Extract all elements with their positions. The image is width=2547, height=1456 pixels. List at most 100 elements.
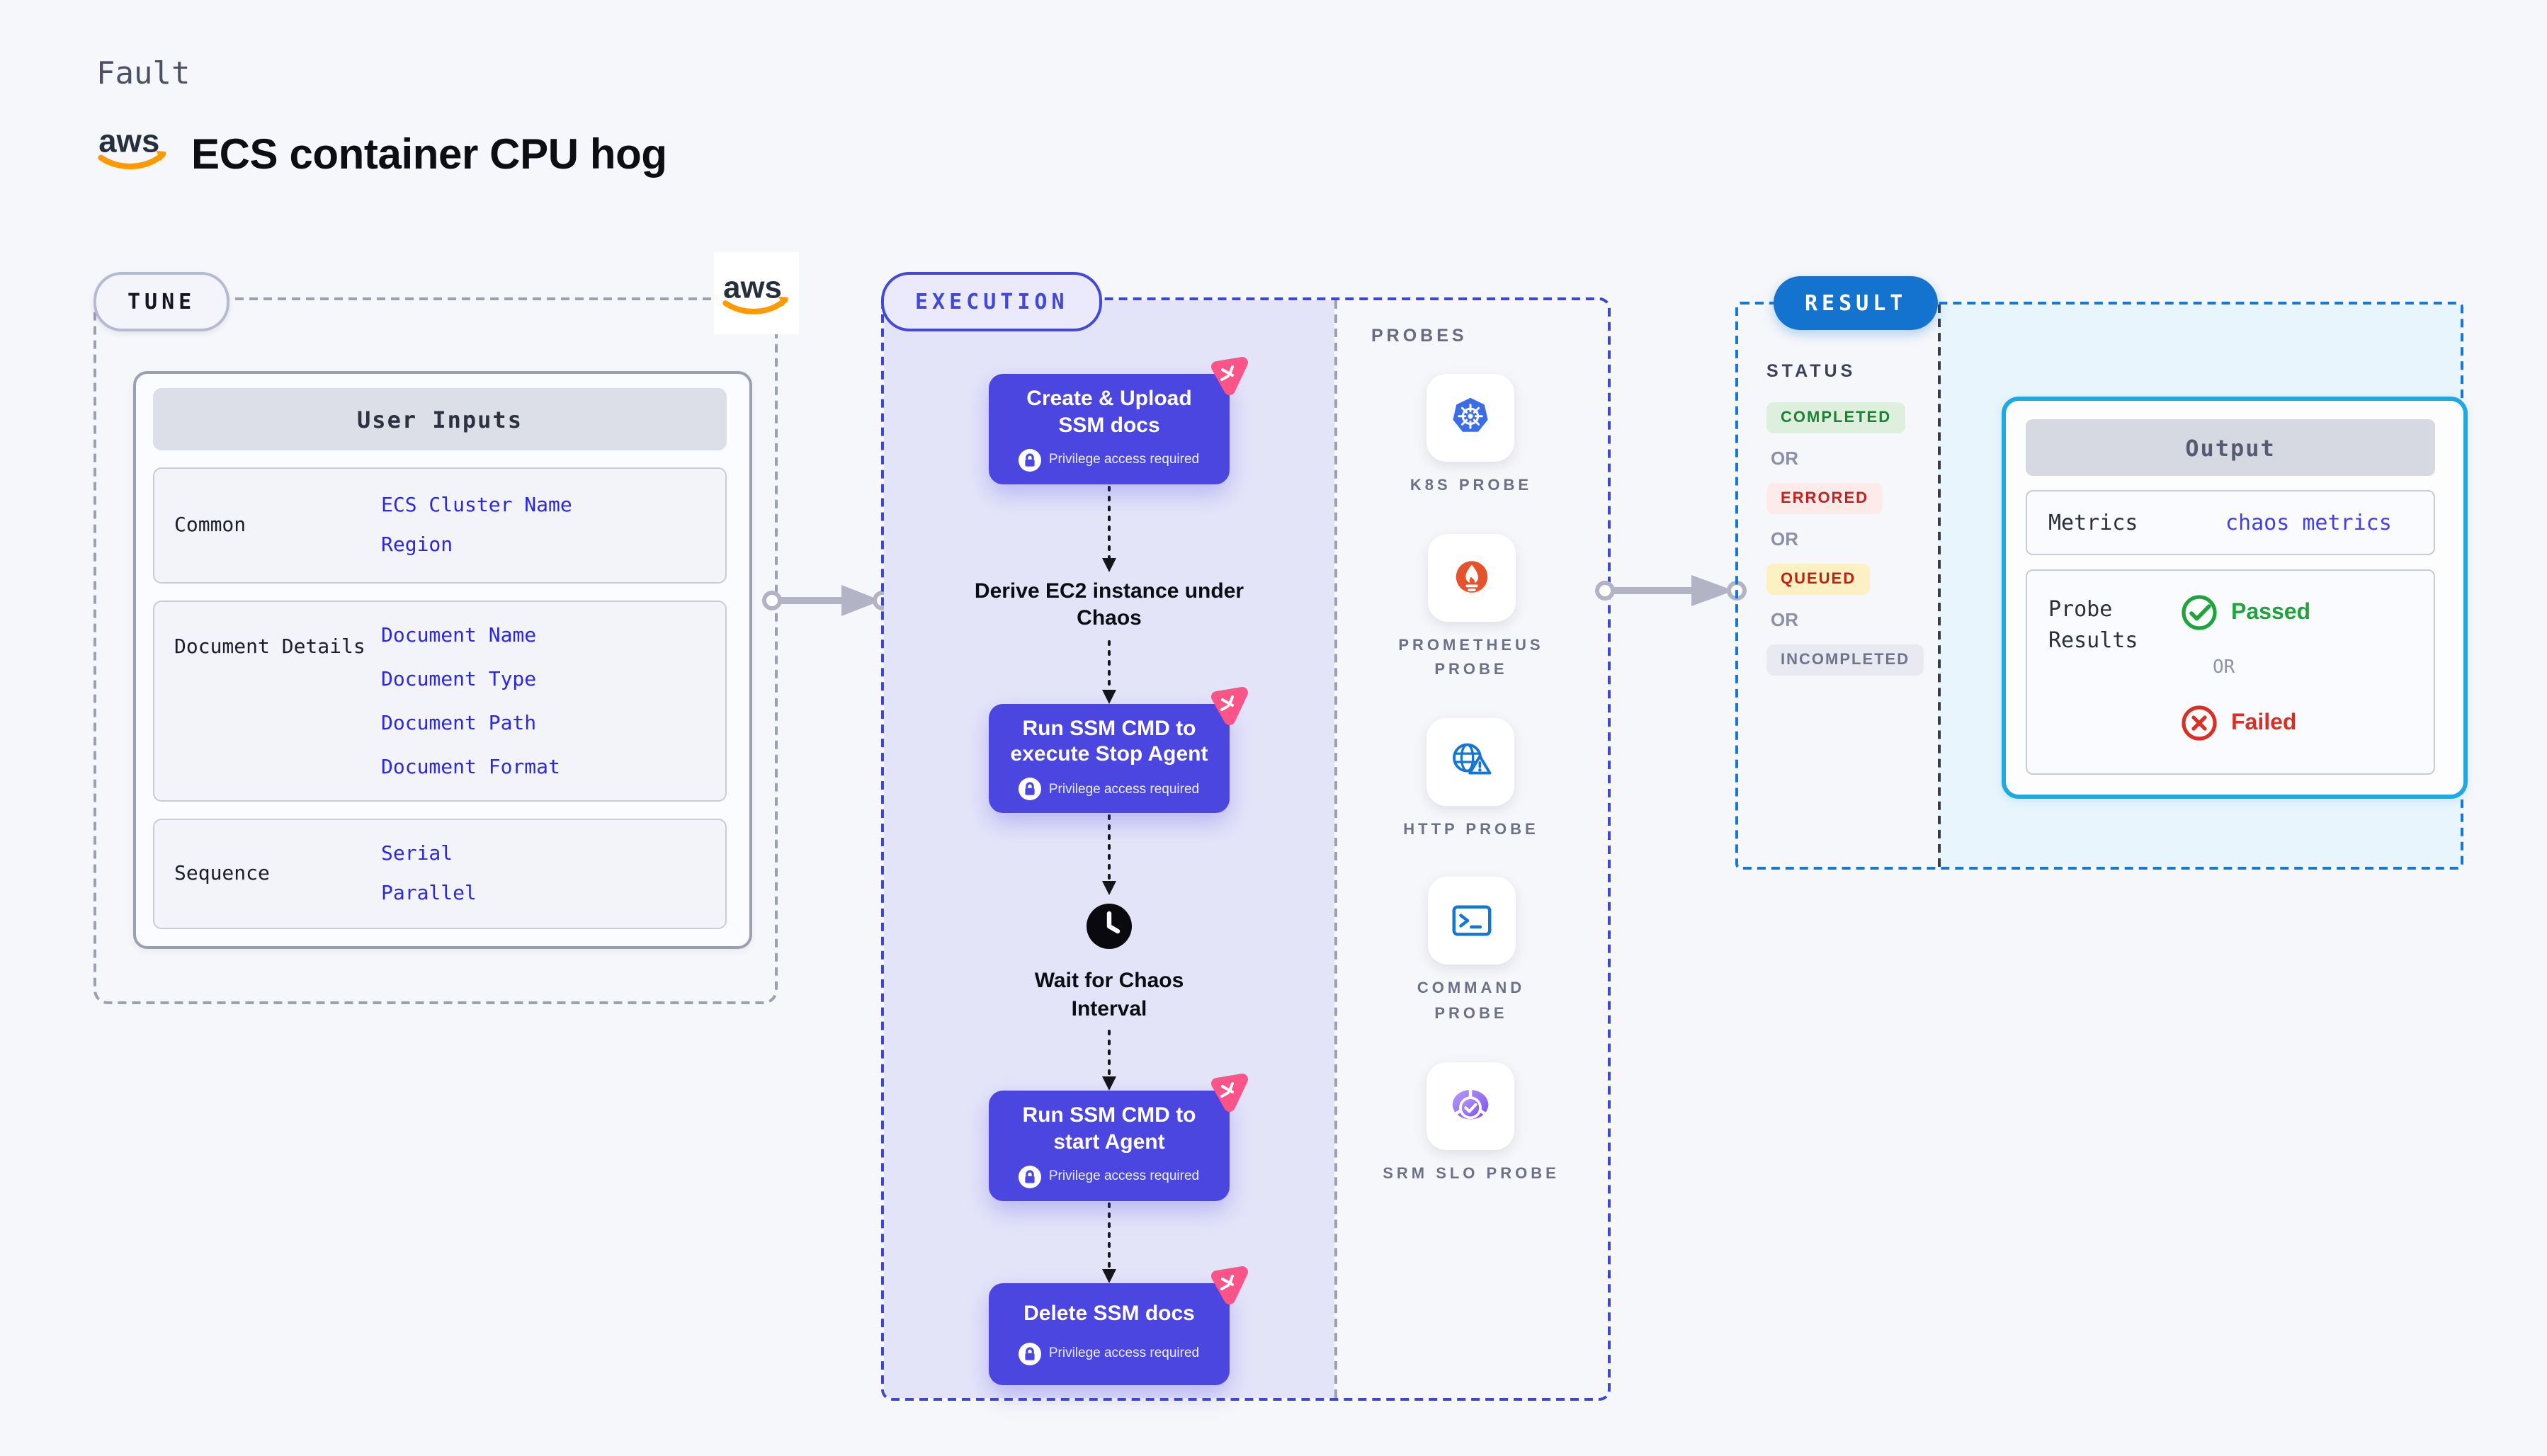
probe-label: K8S PROBE: [1409, 477, 1533, 494]
or-label: OR: [1771, 609, 1798, 630]
check-circle-icon: [2182, 595, 2217, 630]
result-pill: RESULT: [1774, 276, 1939, 330]
lock-icon: [1019, 778, 1042, 800]
execution-pill: EXECUTION: [881, 272, 1103, 331]
status-heading: STATUS: [1766, 361, 1856, 381]
passed-verdict: Passed: [2180, 593, 2310, 632]
aws-corner-logo: aws: [714, 252, 799, 334]
arrow-down-icon: [1102, 1030, 1116, 1091]
link-document-type[interactable]: Document Type: [381, 668, 537, 690]
probe-http: HTTP PROBE: [1403, 717, 1539, 843]
link-parallel[interactable]: Parallel: [381, 882, 477, 905]
arrow-down-icon: [1102, 1202, 1116, 1282]
table-row-document-details: Document Details Document Name Document …: [153, 601, 727, 802]
execution-section: EXECUTION Create & Upload SSM docs Privi…: [881, 272, 1611, 1401]
link-serial[interactable]: Serial: [381, 843, 453, 865]
brand-row: aws ECS container CPU hog: [96, 119, 667, 183]
probe-command: COMMAND PROBE: [1383, 877, 1560, 1028]
aws-logo-icon: aws: [96, 119, 170, 183]
status-badge-incompleted: INCOMPLETED: [1766, 644, 1924, 676]
execution-flow: Create & Upload SSM docs Privilege acces…: [884, 357, 1334, 1384]
arrow-down-icon: [1102, 639, 1116, 703]
page-title: ECS container CPU hog: [191, 132, 667, 178]
privilege-badge: Privilege access required: [1048, 781, 1200, 797]
or-label: OR: [1771, 528, 1798, 550]
or-label: OR: [1771, 448, 1798, 469]
failed-label: Failed: [2231, 710, 2297, 734]
output-card: Output Metrics chaos metrics Probe Resul…: [2002, 397, 2468, 799]
passed-label: Passed: [2231, 600, 2311, 624]
arrow-down-icon: [1102, 814, 1116, 895]
http-globe-warning-icon: [1453, 743, 1492, 775]
clock-icon: [1087, 904, 1132, 949]
user-inputs-card: User Inputs Common ECS Cluster Name Regi…: [133, 371, 752, 949]
output-header: Output: [2026, 419, 2435, 476]
link-document-format[interactable]: Document Format: [381, 756, 560, 778]
connector-arrow-tune-to-execution: [762, 585, 892, 616]
x-circle-icon: [2182, 705, 2217, 741]
svg-text:aws: aws: [98, 123, 159, 159]
probe-label: SRM SLO PROBE: [1383, 1165, 1560, 1183]
link-region[interactable]: Region: [381, 534, 453, 557]
privilege-badge: Privilege access required: [1048, 452, 1200, 467]
fault-kicker: Fault: [96, 57, 191, 92]
lock-icon: [1019, 1165, 1042, 1188]
privilege-badge: Privilege access required: [1048, 1346, 1200, 1362]
probes-column: PROBES: [1334, 300, 1608, 1398]
arrow-down-icon: [1102, 485, 1116, 571]
chaos-metrics-link[interactable]: chaos metrics: [2225, 510, 2392, 535]
probes-heading: PROBES: [1371, 326, 1468, 346]
chaos-icon: [1211, 686, 1248, 724]
probe-results-row: Probe Results Passed OR Failed: [2026, 569, 2435, 775]
probe-prometheus: PROMETHEUS PROBE: [1383, 533, 1560, 683]
user-inputs-header: User Inputs: [153, 388, 727, 450]
step-title: Run SSM CMD to execute Stop Agent: [1010, 716, 1208, 767]
link-document-name[interactable]: Document Name: [381, 624, 537, 647]
probe-label: PROMETHEUS PROBE: [1398, 637, 1544, 679]
table-row-sequence: Sequence Serial Parallel: [153, 819, 727, 929]
step-delete-ssm-docs: Delete SSM docs Privilege access require…: [989, 1266, 1248, 1384]
probe-k8s: K8S PROBE: [1410, 374, 1532, 499]
kubernetes-icon: [1453, 397, 1489, 432]
probe-label: HTTP PROBE: [1403, 821, 1539, 838]
prometheus-icon: [1455, 560, 1487, 592]
or-label: OR: [2213, 657, 2235, 678]
svg-text:aws: aws: [723, 270, 782, 305]
chaos-icon: [1211, 1266, 1248, 1304]
step-run-ssm-stop-agent: Run SSM CMD to execute Stop Agent Privil…: [989, 686, 1248, 813]
lock-icon: [1019, 448, 1042, 471]
step-run-ssm-start-agent: Run SSM CMD to start Agent Privilege acc…: [989, 1074, 1248, 1200]
step-title: Create & Upload SSM docs: [1026, 387, 1192, 438]
chaos-icon: [1211, 1074, 1248, 1112]
step-title: Run SSM CMD to start Agent: [1022, 1103, 1196, 1154]
failed-verdict: Failed: [2180, 704, 2296, 742]
row-label: Document Details: [174, 636, 365, 659]
status-badge-errored: ERRORED: [1766, 483, 1883, 514]
link-document-path[interactable]: Document Path: [381, 712, 537, 734]
table-row-common: Common ECS Cluster Name Region: [153, 467, 727, 584]
step-create-upload-ssm-docs: Create & Upload SSM docs Privilege acces…: [989, 357, 1248, 484]
privilege-badge: Privilege access required: [1048, 1168, 1200, 1184]
probe-label: COMMAND PROBE: [1417, 980, 1526, 1023]
probes-divider: [1334, 300, 1337, 1398]
tune-pill: TUNE: [93, 272, 230, 331]
row-label: Sequence: [174, 862, 270, 885]
wait-step: [1084, 901, 1135, 959]
chaos-icon: [1211, 357, 1248, 395]
result-divider: [1938, 305, 1941, 867]
status-column: STATUS COMPLETED OR ERRORED OR QUEUED OR…: [1766, 361, 1924, 676]
metrics-label: Metrics: [2048, 510, 2138, 535]
aws-logo-icon: aws: [722, 270, 789, 314]
connector-arrow-execution-to-result: [1595, 575, 1747, 606]
terminal-icon: [1451, 906, 1491, 937]
row-label: Common: [174, 513, 246, 536]
step-title: Delete SSM docs: [1023, 1302, 1195, 1326]
srm-slo-icon: [1453, 1087, 1490, 1119]
tune-section: TUNE aws User Inputs Common ECS Cluster …: [93, 252, 799, 1004]
step-derive-ec2-instance: Derive EC2 instance under Chaos: [974, 579, 1244, 630]
lock-icon: [1019, 1342, 1042, 1365]
link-ecs-cluster-name[interactable]: ECS Cluster Name: [381, 494, 572, 517]
result-section: RESULT STATUS COMPLETED OR ERRORED OR QU…: [1735, 276, 2468, 870]
status-badge-completed: COMPLETED: [1766, 402, 1906, 433]
